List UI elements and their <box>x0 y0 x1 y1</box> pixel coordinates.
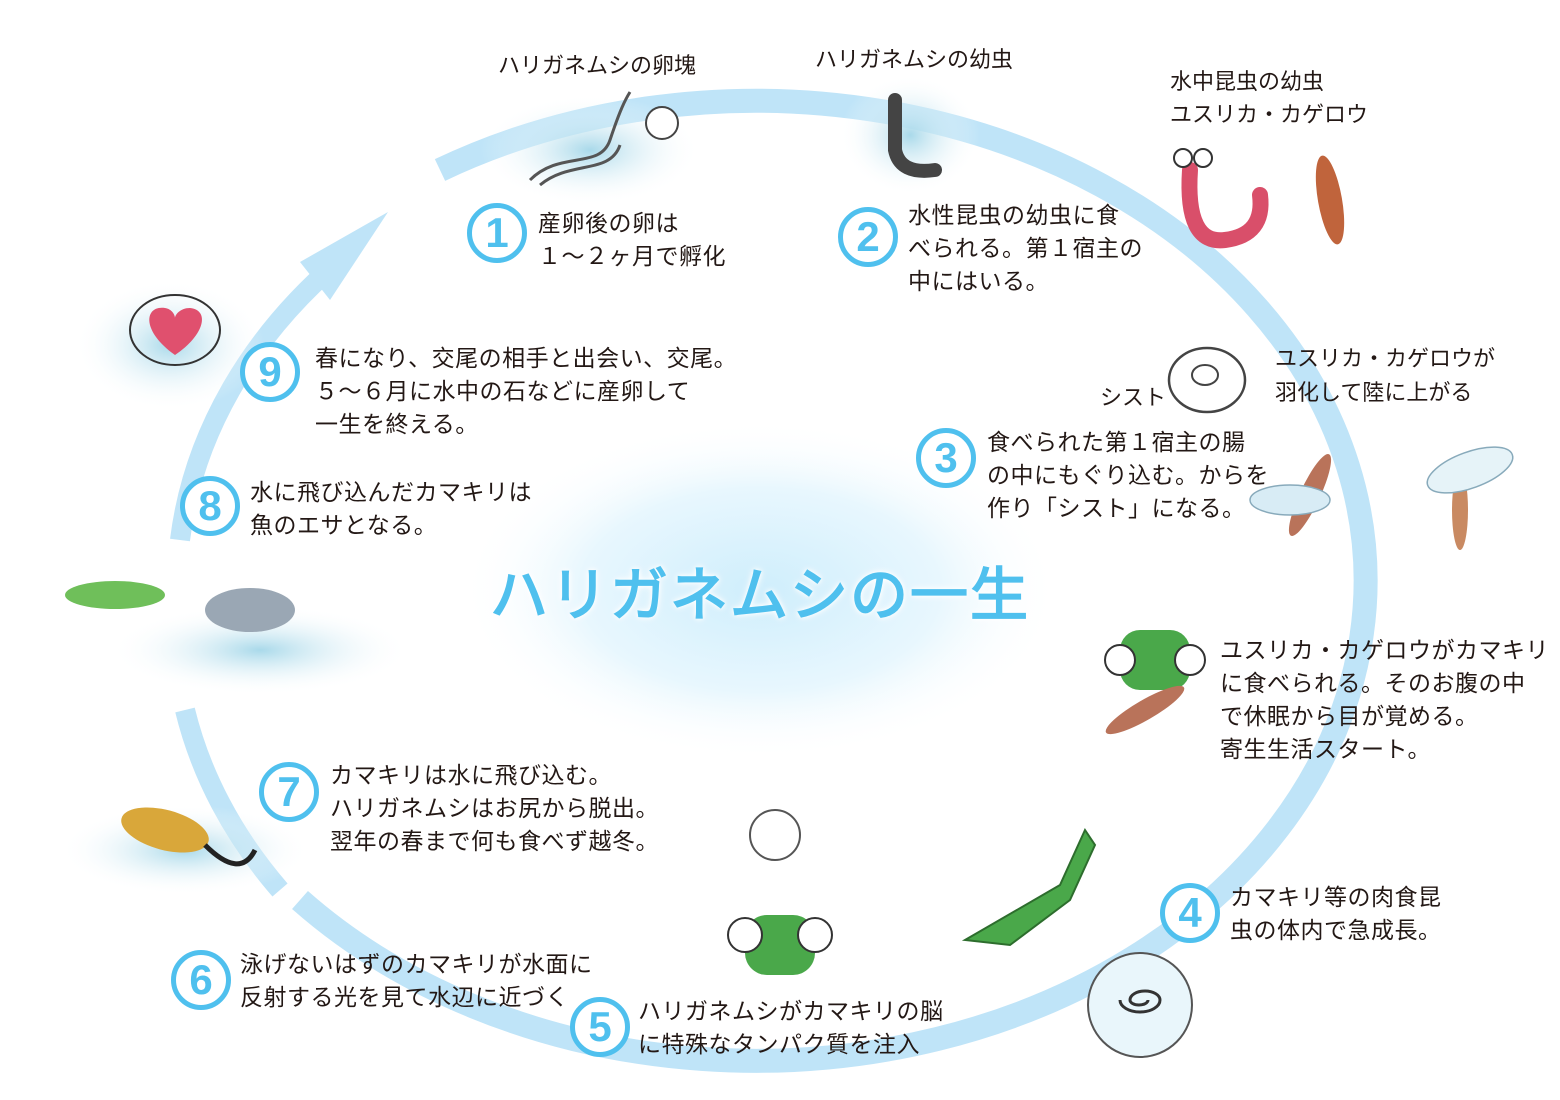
step-number-8: 8 <box>180 476 240 536</box>
text-line: 反射する光を見て水辺に近づく <box>240 985 569 1011</box>
bloodworm-icon <box>1181 162 1269 249</box>
text-line: に特殊なタンパク質を注入 <box>638 1032 920 1058</box>
label-cyst: シスト <box>1100 386 1167 411</box>
text-line: 虫の体内で急成長。 <box>1230 918 1442 944</box>
step-number-4: 4 <box>1160 883 1220 943</box>
step-text-6: 泳げないはずのカマキリが水面に 反射する光を見て水辺に近づく <box>240 949 593 1015</box>
mantis-head-icon <box>745 915 815 975</box>
label-line: ユスリカ・カゲロウ <box>1170 103 1369 128</box>
label-egg-mass: ハリガネムシの卵塊 <box>498 54 697 79</box>
step-number-5: 5 <box>570 997 630 1057</box>
text-line: 水に飛び込んだカマキリは <box>250 480 532 506</box>
text-line: べられる。第１宿主の <box>908 236 1143 262</box>
text-line: カマキリ等の肉食昆 <box>1230 885 1442 911</box>
label-emergence: ユスリカ・カゲロウが 羽化して陸に上がる <box>1275 343 1495 411</box>
step-text-3: 食べられた第１宿主の腸 の中にもぐり込む。からを 作り「シスト」になる。 <box>987 427 1269 526</box>
step-number-1: 1 <box>467 203 527 263</box>
text-line: カマキリは水に飛び込む。 <box>330 763 612 789</box>
text-line: に食べられる。そのお腹の中 <box>1220 671 1526 697</box>
text-line: ユスリカ・カゲロウがカマキリ <box>1220 638 1549 664</box>
text-line: 春になり、交尾の相手と出会い、交尾。 <box>315 346 738 372</box>
label-line: ユスリカ・カゲロウが <box>1275 347 1496 372</box>
mantis-head-icon <box>1120 630 1190 690</box>
step-number-9: 9 <box>240 342 300 402</box>
worm-spiral-icon <box>1118 989 1162 1014</box>
text-line: 一生を終える。 <box>315 412 479 438</box>
text-line: ハリガネムシはお尻から脱出。 <box>330 796 659 822</box>
step-number-6: 6 <box>171 950 231 1010</box>
prey-insect-icon <box>1105 685 1185 735</box>
text-line: 水性昆虫の幼虫に食 <box>908 203 1120 229</box>
step-text-2: 水性昆虫の幼虫に食 べられる。第１宿主の 中にはいる。 <box>908 200 1143 299</box>
step-text-9: 春になり、交尾の相手と出会い、交尾。 ５～６月に水中の石などに産卵して 一生を終… <box>315 343 737 442</box>
spiral-eye-icon <box>797 917 833 953</box>
fish-icon <box>205 588 295 632</box>
text-line: 泳げないはずのカマキリが水面に <box>240 952 593 978</box>
center-glow <box>460 420 1060 760</box>
tangled-worms-icon <box>129 294 221 366</box>
egg-detail-icon <box>645 106 679 140</box>
floating-mantis-icon <box>65 581 165 609</box>
mayfly-nymph-icon <box>1315 155 1345 245</box>
text-line: ５～６月に水中の石などに産卵して <box>315 379 691 405</box>
text-line: １～２ヶ月で孵化 <box>538 244 726 270</box>
label-line: 水中昆虫の幼虫 <box>1170 70 1325 95</box>
text-line: 中にはいる。 <box>908 269 1049 295</box>
bloodworm-eye-icon <box>1193 148 1213 168</box>
label-larva: ハリガネムシの幼虫 <box>815 48 1014 73</box>
label-aquatic-larva: 水中昆虫の幼虫 ユスリカ・カゲロウ <box>1170 66 1368 132</box>
step-text-8: 水に飛び込んだカマキリは 魚のエサとなる。 <box>250 477 532 543</box>
cyst-core-icon <box>1191 364 1219 386</box>
mantis-eye-icon <box>1104 644 1136 676</box>
mantis-eats-text: ユスリカ・カゲロウがカマキリ に食べられる。そのお腹の中 で休眠から目が覚める。… <box>1220 635 1549 767</box>
step-text-4: カマキリ等の肉食昆 虫の体内で急成長。 <box>1230 882 1442 948</box>
water-wash <box>110 605 410 695</box>
text-line: 食べられた第１宿主の腸 <box>987 430 1246 456</box>
step-number-7: 7 <box>259 762 319 822</box>
tangle-icon <box>749 809 801 861</box>
wing-icon <box>1249 484 1331 516</box>
egg-mass-wash <box>480 95 700 205</box>
heart-icon <box>149 307 202 355</box>
step-text-1: 産卵後の卵は １～２ヶ月で孵化 <box>538 208 726 274</box>
mantis-abdomen-icon <box>121 807 209 853</box>
step-number-3: 3 <box>916 428 976 488</box>
cyst-icon <box>1167 346 1247 414</box>
text-line: で休眠から目が覚める。 <box>1220 704 1479 730</box>
larva-icon <box>888 93 942 178</box>
bloodworm-eye-icon <box>1173 148 1193 168</box>
emerging-worm-icon <box>203 843 258 867</box>
text-line: 産卵後の卵は <box>538 211 679 237</box>
mantis-eye-icon <box>1174 644 1206 676</box>
text-line: 作り「シスト」になる。 <box>987 496 1246 522</box>
label-line: 羽化して陸に上がる <box>1275 381 1473 406</box>
step-text-5: ハリガネムシがカマキリの脳 に特殊なタンパク質を注入 <box>638 996 944 1062</box>
text-line: 翌年の春まで何も食べず越冬。 <box>330 829 659 855</box>
step-number-2: 2 <box>838 207 898 267</box>
diagram-title: ハリガネムシの一生 <box>489 561 1030 629</box>
text-line: ハリガネムシがカマキリの脳 <box>638 999 944 1025</box>
larva-wash <box>840 75 980 195</box>
wing-icon <box>1426 446 1514 494</box>
step-text-7: カマキリは水に飛び込む。 ハリガネムシはお尻から脱出。 翌年の春まで何も食べず越… <box>330 760 659 859</box>
mantis-icon <box>961 827 1097 947</box>
text-line: 寄生生活スタート。 <box>1220 737 1432 763</box>
text-line: の中にもぐり込む。からを <box>987 463 1269 489</box>
spiral-eye-icon <box>727 917 763 953</box>
text-line: 魚のエサとなる。 <box>250 513 438 539</box>
arrowhead-icon <box>300 212 388 300</box>
egg-mass-icon <box>528 91 632 187</box>
